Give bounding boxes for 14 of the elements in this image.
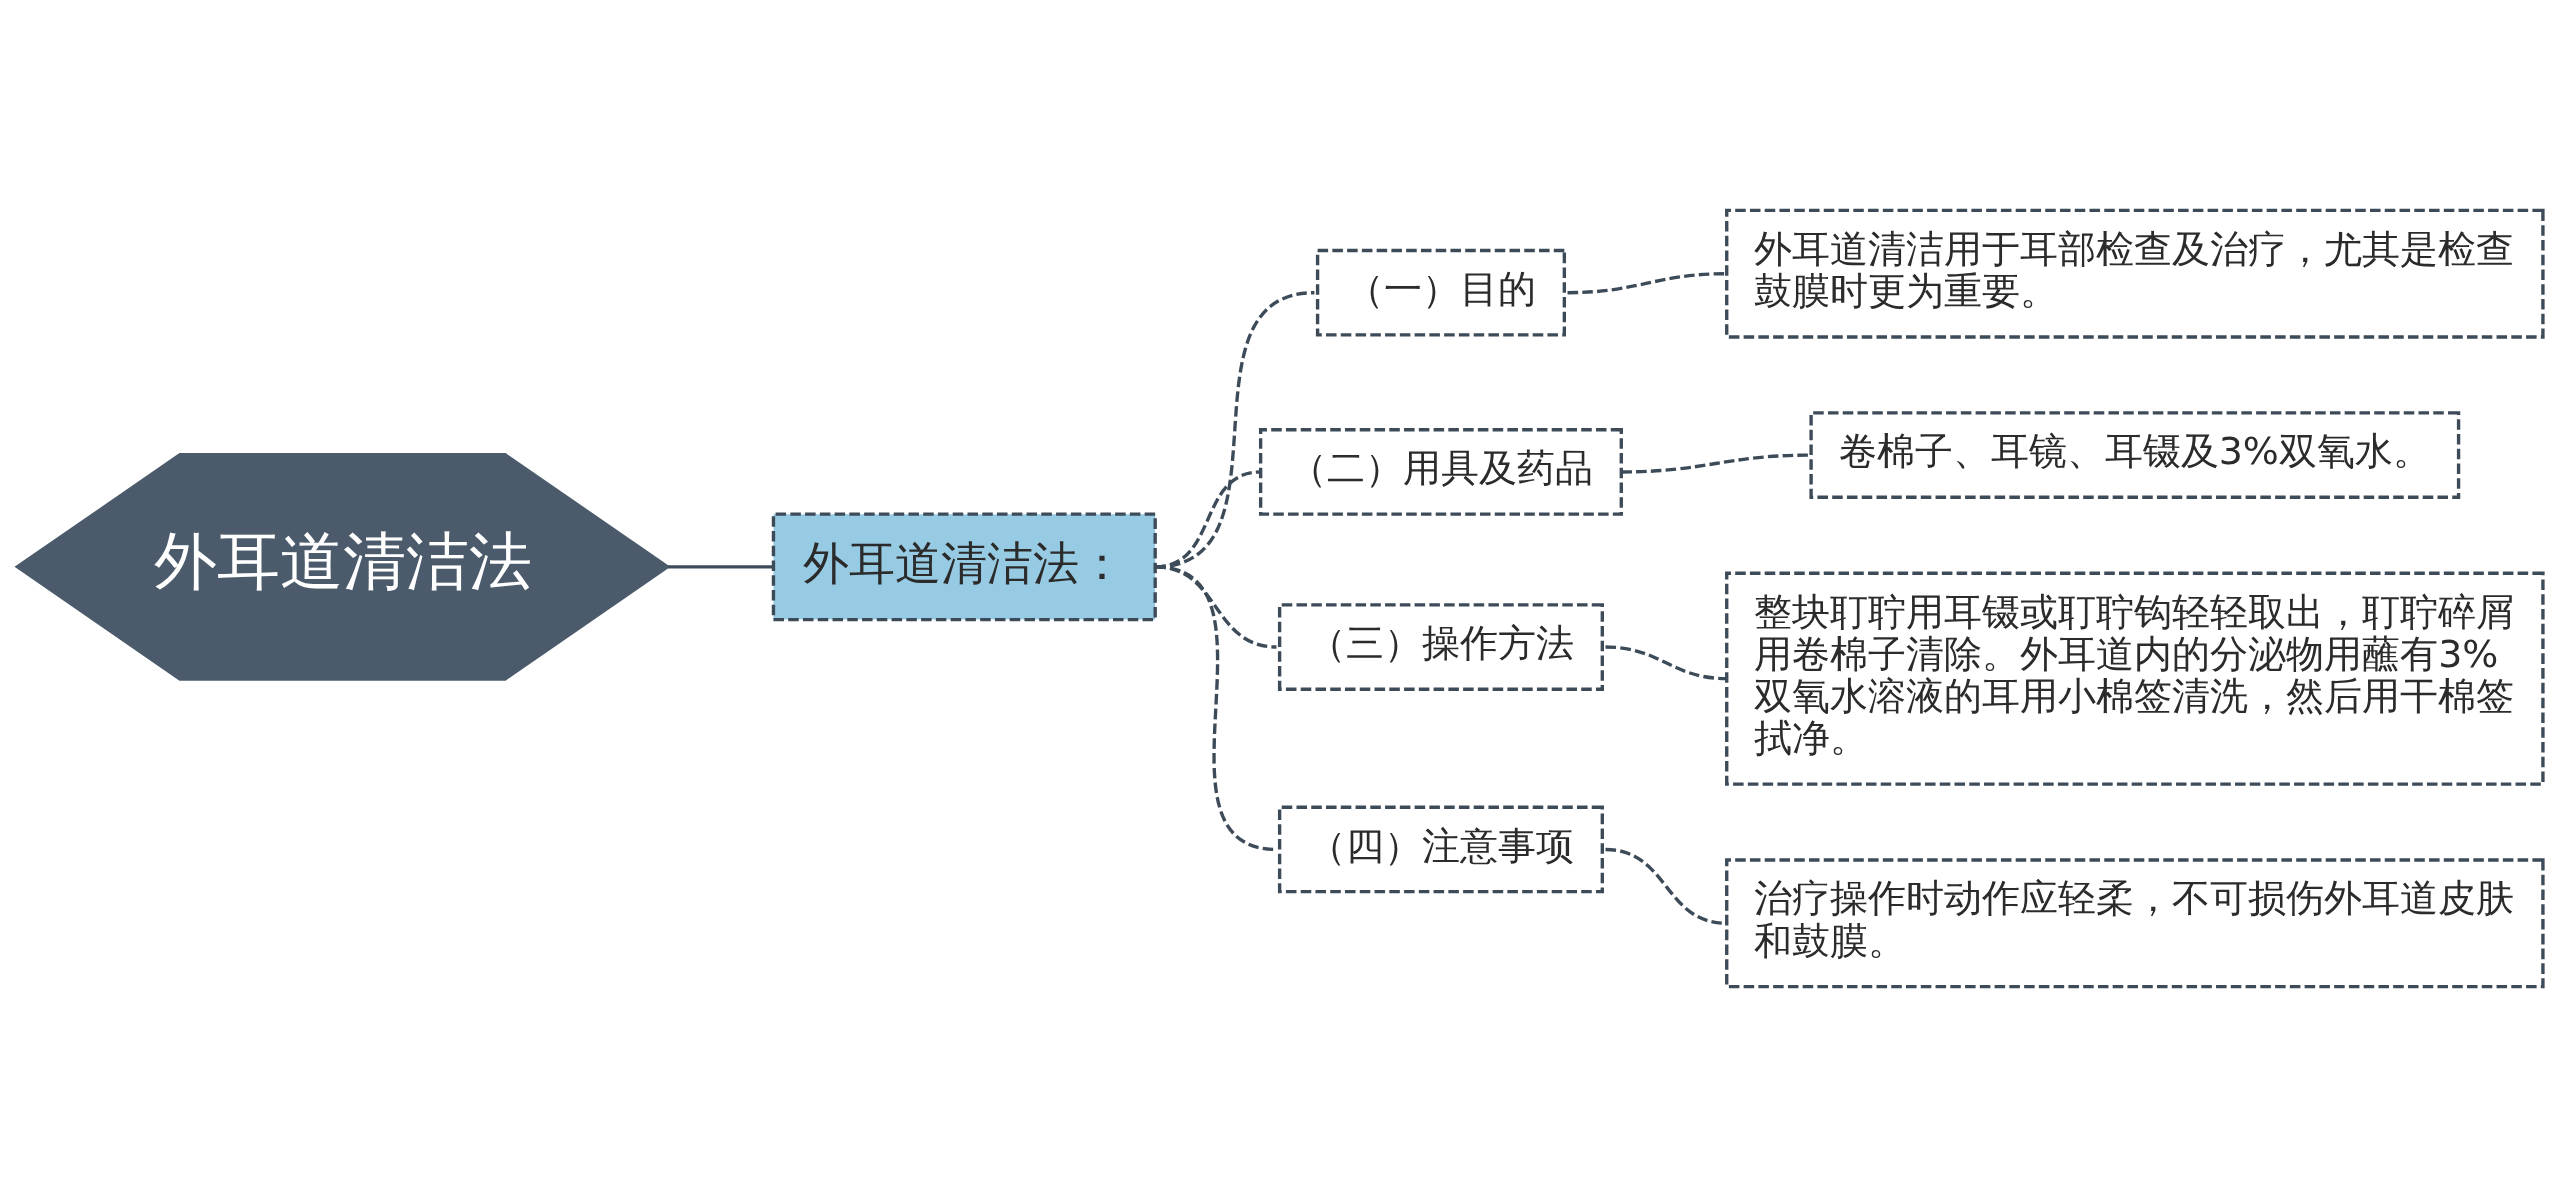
node-box: 卷棉子、耳镜、耳镊及3%双氧水。	[1809, 410, 2461, 499]
node-box: （三）操作方法	[1277, 602, 1604, 691]
node-box: 外耳道清洁用于耳部检查及治疗，尤其是检查鼓膜时更为重要。	[1725, 208, 2545, 339]
connector	[1605, 644, 1727, 680]
node-box: 整块耵聍用耳镊或耵聍钩轻轻取出，耵聍碎屑用卷棉子清除。外耳道内的分泌物用蘸有3%双氧水溶液的耳用小棉签清洗，然后用干棉签拭净。	[1725, 571, 2545, 786]
node-box: （一）目的	[1315, 248, 1567, 337]
node-box: 外耳道清洁法：	[771, 511, 1157, 621]
connector	[1567, 271, 1727, 294]
connector	[668, 564, 774, 569]
node-box: 治疗操作时动作应轻柔，不可损伤外耳道皮肤和鼓膜。	[1725, 857, 2545, 988]
node-box: （二）用具及药品	[1258, 427, 1623, 516]
node-box: （四）注意事项	[1277, 805, 1604, 893]
connector	[1154, 564, 1277, 851]
connector	[1621, 452, 1811, 474]
